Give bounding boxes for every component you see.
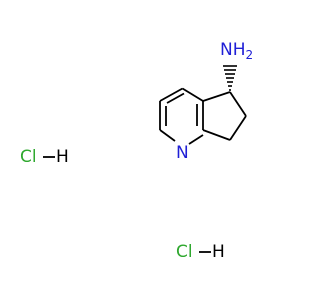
bond-n-c7a — [188, 134, 204, 145]
bond-c3a-c4 — [182, 87, 204, 102]
amine-label: NH2 — [220, 40, 253, 62]
svg-text:H: H — [56, 147, 69, 167]
structure-canvas: NH2 N Cl H Cl H — [20, 40, 254, 262]
bond-c4-c5 — [159, 87, 183, 102]
molecule-diagram: NH2 N Cl H Cl H — [20, 40, 253, 262]
bond-c6-c7-inner — [166, 92, 185, 104]
stereo-hashed-bond — [223, 65, 237, 91]
bond-c7ring-c7a — [202, 129, 231, 141]
svg-text:Cl: Cl — [176, 242, 193, 262]
bond-c6ring-c7ring — [229, 115, 247, 141]
hcl-1: Cl H — [20, 147, 69, 167]
bond-c6-n — [159, 129, 176, 142]
bond-c5ring-c6ring — [229, 91, 247, 117]
svg-text:H: H — [212, 242, 225, 262]
hcl-2: Cl H — [176, 242, 225, 262]
svg-text:Cl: Cl — [20, 147, 37, 167]
bond-c3a-c5ring — [202, 91, 231, 102]
ring-nitrogen-label: N — [176, 143, 189, 163]
